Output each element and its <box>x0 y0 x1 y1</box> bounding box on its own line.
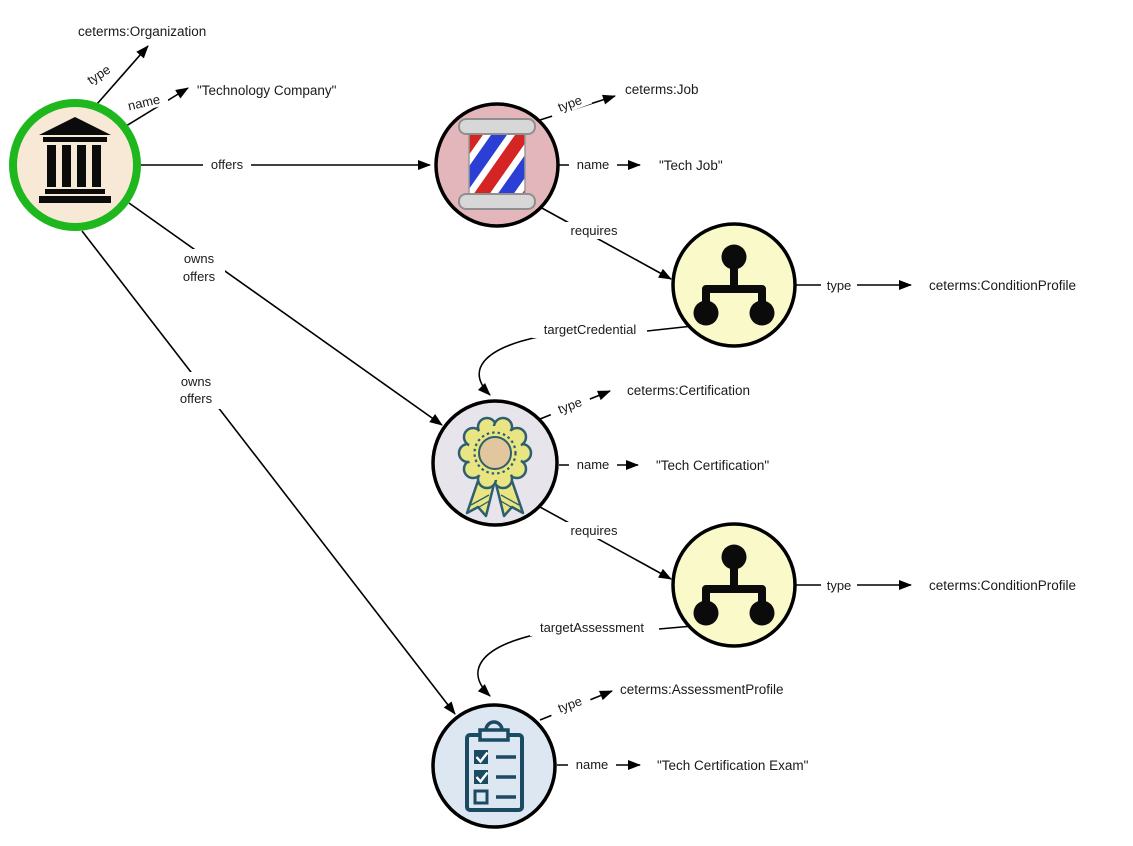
label-certification-requires: requires <box>562 522 626 539</box>
edge-job-requires-cp1 <box>539 206 672 280</box>
cp2-type-value: ceterms:ConditionProfile <box>929 578 1076 593</box>
label-org-offers: offers <box>203 156 251 173</box>
edge-cp1-targetcredential-segment <box>646 325 694 332</box>
barber-pole-icon <box>458 118 536 210</box>
label-job-type: type <box>547 88 593 118</box>
node-organization <box>9 99 141 231</box>
svg-text:type: type <box>827 278 852 293</box>
node-condition-profile-2 <box>671 522 797 648</box>
label-targetassessment: targetAssessment <box>530 619 655 636</box>
svg-text:owns: owns <box>184 251 215 266</box>
certification-name-value: "Tech Certification" <box>656 458 769 473</box>
edge-organization-owns-offers-certification <box>128 202 443 426</box>
svg-text:offers: offers <box>183 269 216 284</box>
svg-text:offers: offers <box>211 157 244 172</box>
label-org-name: name <box>118 88 169 116</box>
label-assessment-type: type <box>547 689 593 719</box>
node-certification <box>431 399 559 527</box>
node-job <box>434 102 560 228</box>
svg-text:type: type <box>556 693 584 716</box>
svg-text:name: name <box>126 92 161 114</box>
certification-type-value: ceterms:Certification <box>627 383 750 398</box>
node-assessment <box>431 703 557 829</box>
value-texts-layer: ceterms:Organization "Technology Company… <box>78 24 1076 773</box>
label-assessment-name: name <box>568 757 616 773</box>
assessment-name-value: "Tech Certification Exam" <box>657 758 809 773</box>
assessment-type-value: ceterms:AssessmentProfile <box>620 682 784 697</box>
node-condition-profile-1 <box>671 222 797 348</box>
svg-text:requires: requires <box>571 523 618 538</box>
bank-icon <box>39 117 111 203</box>
checklist-clipboard-icon <box>465 720 524 812</box>
label-certification-name: name <box>569 457 617 473</box>
svg-text:name: name <box>577 157 610 172</box>
edge-cp1-targetcredential-curve <box>477 336 539 396</box>
label-org-type: type <box>76 56 121 93</box>
job-name-value: "Tech Job" <box>659 158 723 173</box>
label-cp2-type: type <box>821 577 857 594</box>
organization-name-value: "Technology Company" <box>197 83 337 98</box>
label-job-name: name <box>569 157 617 173</box>
assessment-circle <box>431 703 557 829</box>
label-certification-type: type <box>547 390 593 420</box>
svg-text:type: type <box>827 578 852 593</box>
svg-text:type: type <box>556 92 584 115</box>
award-rosette-icon <box>457 416 533 518</box>
svg-text:name: name <box>577 457 610 472</box>
svg-text:targetAssessment: targetAssessment <box>540 620 644 635</box>
label-cp1-type: type <box>821 277 857 294</box>
edge-organization-type <box>96 45 149 105</box>
cp1-type-value: ceterms:ConditionProfile <box>929 278 1076 293</box>
label-job-requires: requires <box>562 222 626 239</box>
edge-organization-owns-offers-assessment <box>81 230 456 715</box>
label-targetcredential: targetCredential <box>532 321 647 338</box>
svg-text:type: type <box>556 394 584 417</box>
svg-text:requires: requires <box>571 223 618 238</box>
edge-certification-requires-cp2 <box>539 506 672 580</box>
edge-cp2-targetassessment-curve <box>477 633 539 697</box>
svg-text:owns: owns <box>181 374 212 389</box>
organization-type-value: ceterms:Organization <box>78 24 206 39</box>
label-org-owns-offers-2: owns offers <box>170 372 222 409</box>
svg-text:offers: offers <box>180 391 213 406</box>
job-type-value: ceterms:Job <box>625 82 699 97</box>
svg-text:name: name <box>576 757 609 772</box>
label-org-owns-offers-1: owns offers <box>173 249 225 286</box>
svg-text:targetCredential: targetCredential <box>544 322 637 337</box>
